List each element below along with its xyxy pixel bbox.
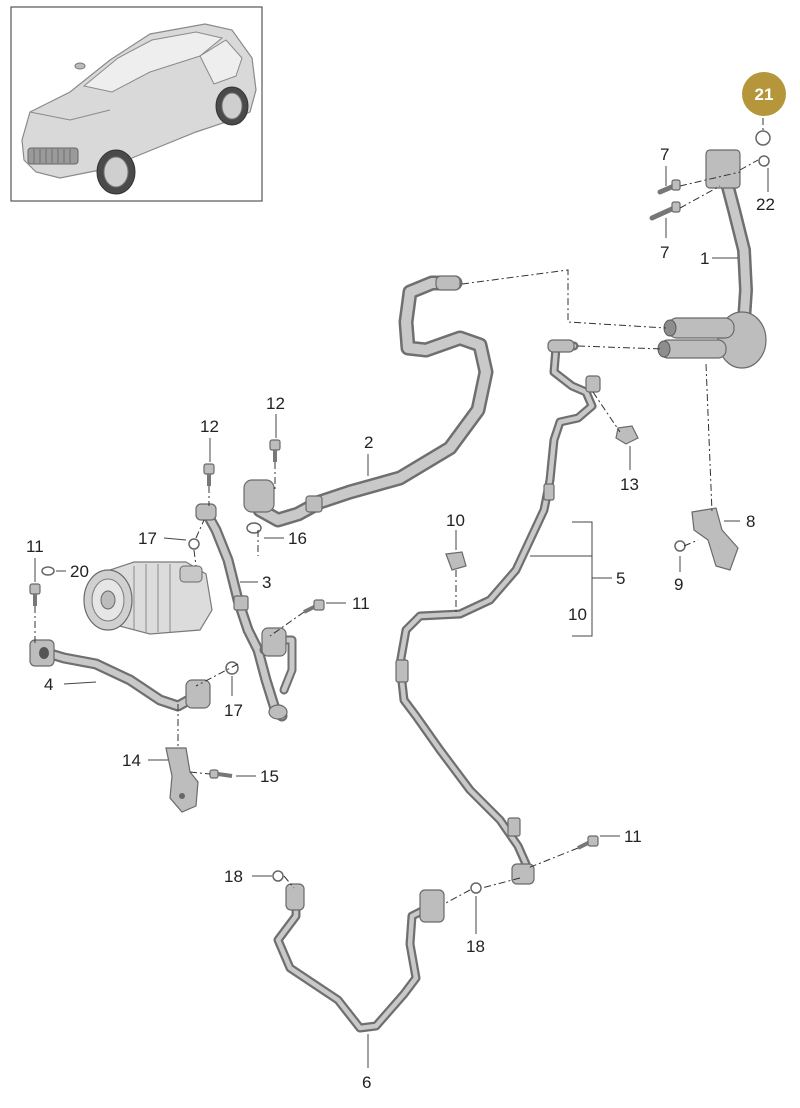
callout-label-3[interactable]: 3 bbox=[262, 573, 271, 592]
o-ring-22[interactable] bbox=[758, 155, 770, 167]
callout-label-11-left[interactable]: 11 bbox=[26, 537, 44, 556]
callout-label-13[interactable]: 13 bbox=[620, 475, 639, 494]
callout-label-7-upper[interactable]: 7 bbox=[660, 145, 669, 164]
bolt-7-lower[interactable] bbox=[649, 201, 681, 221]
callout-label-9[interactable]: 9 bbox=[674, 575, 683, 594]
vehicle-thumbnail bbox=[10, 6, 263, 202]
clip-10[interactable] bbox=[445, 551, 467, 571]
assembly-lines bbox=[34, 118, 764, 905]
o-ring-17-upper[interactable] bbox=[188, 538, 200, 550]
ac-compressor[interactable] bbox=[83, 561, 213, 635]
o-ring-18-right[interactable] bbox=[470, 882, 482, 894]
callout-label-17-upper[interactable]: 17 bbox=[138, 529, 157, 548]
bolt-12-lower[interactable] bbox=[203, 463, 215, 486]
washer-9[interactable] bbox=[674, 540, 686, 552]
callout-label-11-middle[interactable]: 11 bbox=[352, 594, 370, 613]
callout-label-18-left[interactable]: 18 bbox=[224, 867, 243, 886]
bracket-14[interactable] bbox=[165, 747, 199, 813]
o-ring-17-lower[interactable] bbox=[225, 661, 239, 675]
badge-label: 21 bbox=[755, 85, 774, 104]
callout-label-11-right[interactable]: 11 bbox=[624, 827, 642, 846]
line-5[interactable] bbox=[395, 339, 601, 885]
bolt-11-left[interactable] bbox=[29, 583, 41, 606]
callout-label-4[interactable]: 4 bbox=[44, 675, 53, 694]
callout-label-12-lower[interactable]: 12 bbox=[200, 417, 219, 436]
callout-label-10-group[interactable]: 10 bbox=[568, 605, 587, 624]
callout-label-12-upper[interactable]: 12 bbox=[266, 394, 285, 413]
callout-label-1[interactable]: 1 bbox=[700, 249, 709, 268]
leader-lines bbox=[34, 166, 769, 1068]
bolt-7-upper[interactable] bbox=[657, 179, 681, 195]
o-ring-21[interactable] bbox=[755, 130, 771, 146]
line-3[interactable] bbox=[195, 503, 297, 722]
callout-label-7-lower[interactable]: 7 bbox=[660, 243, 669, 262]
o-ring-20[interactable] bbox=[41, 566, 55, 576]
line-1[interactable] bbox=[657, 149, 767, 369]
callout-label-14[interactable]: 14 bbox=[122, 751, 141, 770]
line-2[interactable] bbox=[243, 275, 494, 528]
callout-label-20[interactable]: 20 bbox=[70, 562, 89, 581]
bracket-8[interactable] bbox=[691, 507, 739, 571]
callout-label-10-clip[interactable]: 10 bbox=[446, 511, 465, 530]
callout-label-6[interactable]: 6 bbox=[362, 1073, 371, 1092]
line-4[interactable] bbox=[29, 639, 211, 712]
o-ring-16[interactable] bbox=[246, 522, 262, 534]
callout-label-17-lower[interactable]: 17 bbox=[224, 701, 243, 720]
callout-badge-21[interactable]: 21 bbox=[742, 72, 786, 116]
o-ring-18-left[interactable] bbox=[272, 870, 284, 882]
nut-13[interactable] bbox=[615, 425, 639, 445]
callout-labels: 1 2 3 4 5 6 7 7 8 9 10 10 11 11 11 12 12… bbox=[26, 145, 775, 1092]
callout-label-16[interactable]: 16 bbox=[288, 529, 307, 548]
bolt-15[interactable] bbox=[209, 769, 233, 779]
callout-label-2[interactable]: 2 bbox=[364, 433, 373, 452]
line-6[interactable] bbox=[273, 883, 445, 1033]
bolt-11-middle[interactable] bbox=[303, 599, 325, 614]
callout-label-8[interactable]: 8 bbox=[746, 512, 755, 531]
bolt-12-upper[interactable] bbox=[269, 439, 281, 462]
bolt-11-right[interactable] bbox=[577, 835, 599, 850]
callout-label-5[interactable]: 5 bbox=[616, 569, 625, 588]
callout-label-15[interactable]: 15 bbox=[260, 767, 279, 786]
callout-label-18-right[interactable]: 18 bbox=[466, 937, 485, 956]
callout-label-22[interactable]: 22 bbox=[756, 195, 775, 214]
